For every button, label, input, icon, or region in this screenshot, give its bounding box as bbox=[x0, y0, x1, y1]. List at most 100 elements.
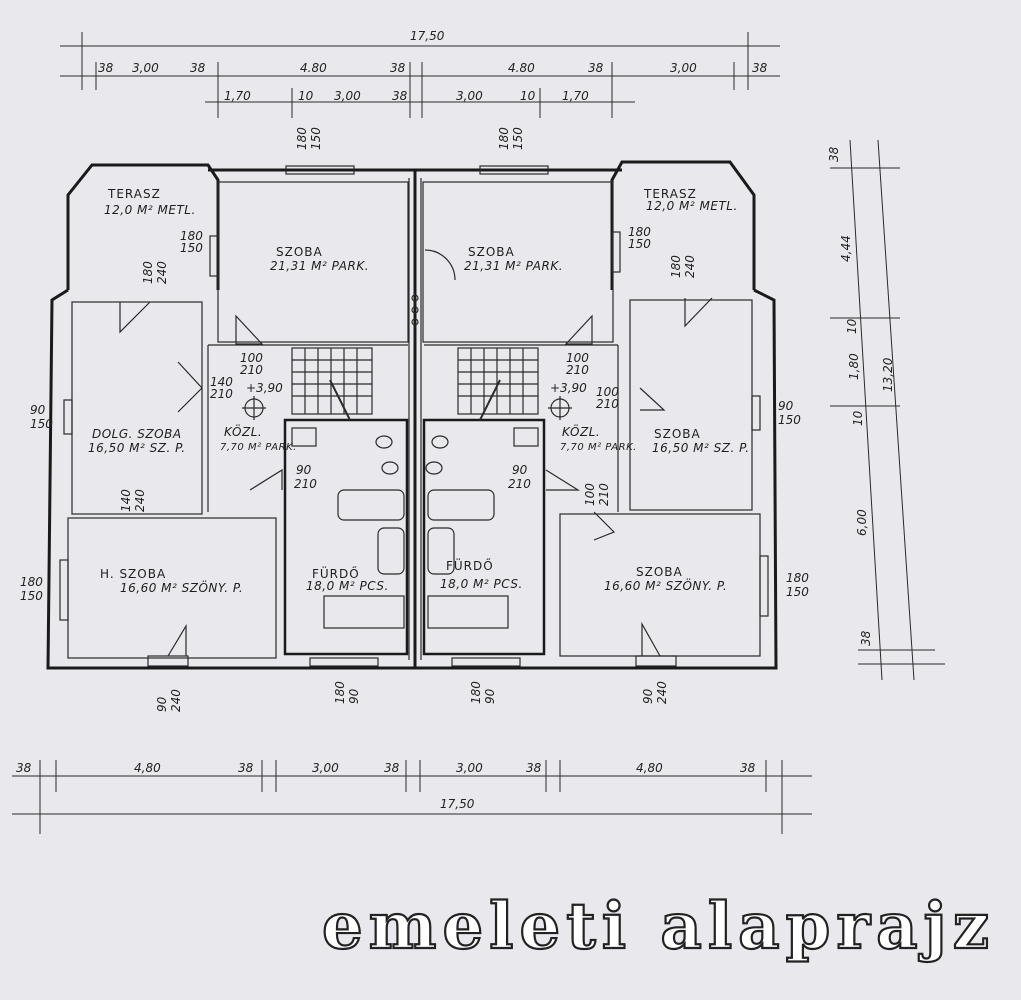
top-dimension-lines bbox=[60, 32, 780, 118]
opening-bath-right-a: 90 bbox=[512, 463, 528, 477]
door-swings bbox=[119, 297, 713, 657]
room-dolg-szoba-area: 16,50 M² SZ. P. bbox=[88, 441, 186, 455]
opening-south-bath-left-b: 90 bbox=[347, 688, 361, 704]
top2-dim-5: 3,00 bbox=[456, 89, 483, 103]
bottom-dim-4: 3,00 bbox=[312, 761, 339, 775]
opening-top-right-b: 150 bbox=[511, 127, 525, 150]
opening-south-bath-right-b: 90 bbox=[483, 688, 497, 704]
room-furdo-left-name: FÜRDŐ bbox=[312, 565, 360, 581]
top2-dim-3: 3,00 bbox=[334, 89, 361, 103]
top2-dim-2: 10 bbox=[298, 89, 314, 103]
opening-east-door-b: 210 bbox=[596, 397, 619, 411]
room-szoba-east-area: 16,50 M² SZ. P. bbox=[652, 441, 750, 455]
opening-south-bath-right-a: 180 bbox=[469, 681, 483, 704]
top-dim-3: 38 bbox=[190, 61, 206, 75]
opening-dolg-door-a: 140 bbox=[210, 375, 233, 389]
room-szoba-left-name: SZOBA bbox=[276, 245, 323, 259]
opening-east-south-door-b: 210 bbox=[597, 483, 611, 506]
windows bbox=[59, 165, 769, 667]
top-dim-9: 38 bbox=[752, 61, 768, 75]
bottom-dim-7: 38 bbox=[526, 761, 542, 775]
right-dim-4: 1,80 bbox=[847, 353, 861, 380]
opening-hszoba-door-b: 240 bbox=[133, 489, 147, 512]
level-marker-right bbox=[548, 396, 572, 420]
opening-top-left-a: 180 bbox=[295, 127, 309, 150]
opening-bath-left-a: 90 bbox=[296, 463, 312, 477]
bottom-dim-6: 3,00 bbox=[456, 761, 483, 775]
room-dolg-szoba-name: DOLG. SZOBA bbox=[92, 427, 182, 441]
top-dim-1: 38 bbox=[98, 61, 114, 75]
opening-hszoba-door-a: 140 bbox=[119, 489, 133, 512]
opening-se-win-a: 180 bbox=[786, 571, 809, 585]
drawing-title: emeleti alaprajz bbox=[322, 889, 995, 964]
opening-kozl-right-a: 100 bbox=[566, 351, 589, 365]
top2-dim-7: 1,70 bbox=[562, 89, 589, 103]
room-kozl-left-area: 7,70 M² PARK. bbox=[220, 442, 297, 453]
opening-door-terasz-left-a: 180 bbox=[141, 261, 155, 284]
right-dimension-lines bbox=[830, 139, 945, 681]
opening-top-right-a: 180 bbox=[497, 127, 511, 150]
top-dim-8: 3,00 bbox=[670, 61, 697, 75]
right-dim-5: 10 bbox=[851, 410, 865, 426]
room-h-szoba-area: 16,60 M² SZÖNY. P. bbox=[120, 579, 243, 595]
room-szoba-left-area: 21,31 M² PARK. bbox=[270, 259, 369, 273]
opening-top-left-b: 150 bbox=[309, 127, 323, 150]
opening-kozl-left-b: 210 bbox=[240, 363, 263, 377]
opening-door-terasz-right-b: 240 bbox=[683, 255, 697, 278]
opening-bath-left-b: 210 bbox=[294, 477, 317, 491]
opening-east-door-a: 100 bbox=[596, 385, 619, 399]
top-dim-6: 4.80 bbox=[508, 61, 535, 75]
level-marker-left bbox=[242, 396, 266, 420]
room-terasz-right-area: 12,0 M² METL. bbox=[646, 199, 738, 213]
bottom-dim-9: 38 bbox=[740, 761, 756, 775]
room-terasz-left-name: TERASZ bbox=[107, 187, 161, 201]
room-terasz-left-area: 12,0 M² METL. bbox=[104, 203, 196, 217]
top-dim-5: 38 bbox=[390, 61, 406, 75]
level-label-left: +3,90 bbox=[246, 381, 283, 395]
opening-east-win-b: 150 bbox=[778, 413, 801, 427]
top-dim-2: 3,00 bbox=[132, 61, 159, 75]
right-dim-1: 38 bbox=[827, 146, 841, 162]
bottom-dim-8: 4,80 bbox=[636, 761, 663, 775]
room-kozl-right-name: KÖZL. bbox=[562, 423, 600, 439]
opening-labels: 180 150 180 150 180 150 180 150 180 240 … bbox=[20, 127, 809, 712]
room-kozl-right-area: 7,70 M² PARK. bbox=[560, 442, 637, 453]
opening-bath-right-b: 210 bbox=[508, 477, 531, 491]
bottom-dimension-lines bbox=[12, 760, 812, 834]
top2-dim-4: 38 bbox=[392, 89, 408, 103]
opening-south-left-b: 240 bbox=[169, 689, 183, 712]
right-dim-3: 10 bbox=[845, 318, 859, 334]
opening-kozl-left-a: 100 bbox=[240, 351, 263, 365]
right-dim-7: 38 bbox=[859, 630, 873, 646]
bathroom-fixtures-right bbox=[425, 427, 539, 629]
opening-sw-win-a: 180 bbox=[20, 575, 43, 589]
right-dim-6: 6,00 bbox=[855, 509, 869, 536]
opening-west-win-a: 90 bbox=[30, 403, 46, 417]
room-kozl-left-name: KÖZL. bbox=[224, 423, 262, 439]
room-szoba-east-name: SZOBA bbox=[654, 427, 701, 441]
opening-terasz-right-b: 150 bbox=[628, 237, 651, 251]
room-h-szoba-name: H. SZOBA bbox=[100, 567, 166, 581]
opening-door-terasz-left-b: 240 bbox=[155, 261, 169, 284]
opening-west-win-b: 150 bbox=[30, 417, 53, 431]
room-szoba-southeast-name: SZOBA bbox=[636, 565, 683, 579]
room-furdo-right-area: 18,0 M² PCS. bbox=[440, 577, 523, 591]
room-szoba-southeast-area: 16,60 M² SZÖNY. P. bbox=[604, 577, 727, 593]
opening-south-right-a: 90 bbox=[641, 688, 655, 704]
opening-dolg-door-b: 210 bbox=[210, 387, 233, 401]
opening-sw-win-b: 150 bbox=[20, 589, 43, 603]
opening-door-terasz-right-a: 180 bbox=[669, 255, 683, 278]
opening-east-win-a: 90 bbox=[778, 399, 794, 413]
opening-se-win-b: 150 bbox=[786, 585, 809, 599]
bottom-dim-5: 38 bbox=[384, 761, 400, 775]
room-szoba-right-name: SZOBA bbox=[468, 245, 515, 259]
bottom-dim-3: 38 bbox=[238, 761, 254, 775]
bathroom-fixtures-left bbox=[291, 427, 405, 629]
bottom-dim-2: 4,80 bbox=[134, 761, 161, 775]
bottom-dim-1: 38 bbox=[16, 761, 32, 775]
opening-terasz-right-a: 180 bbox=[628, 225, 651, 239]
staircase-left bbox=[291, 347, 373, 421]
top2-dim-6: 10 bbox=[520, 89, 536, 103]
